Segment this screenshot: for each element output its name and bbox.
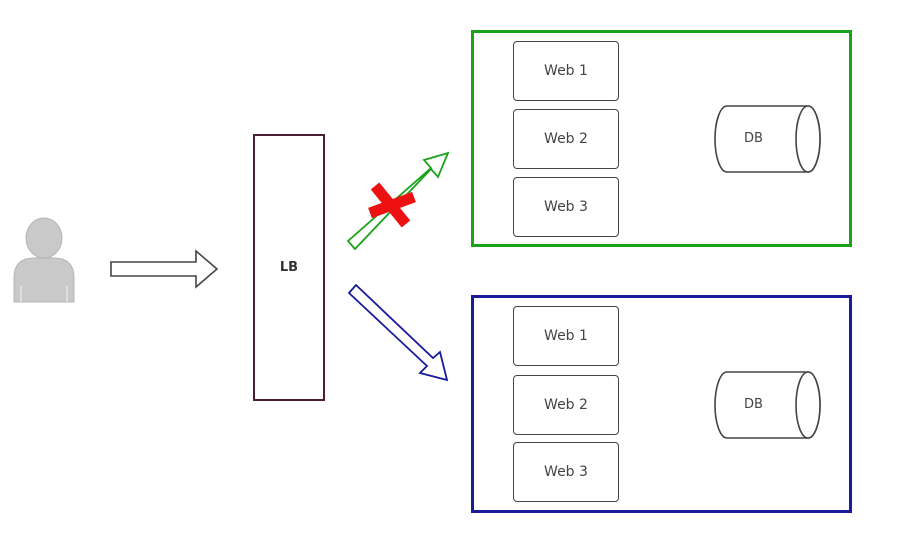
database-label: DB xyxy=(744,397,763,412)
web-server-3: Web 3 xyxy=(513,442,619,502)
database-cylinder-icon xyxy=(714,105,821,173)
user-icon xyxy=(13,217,75,303)
web-server-1: Web 1 xyxy=(513,306,619,366)
web-server-3: Web 3 xyxy=(513,177,619,237)
database-label: DB xyxy=(744,131,763,146)
web-server-2: Web 2 xyxy=(513,109,619,169)
load-balancer: LB xyxy=(253,134,325,401)
database-cylinder-icon xyxy=(714,371,821,439)
user-to-lb-arrow xyxy=(110,249,219,289)
web-server-2: Web 2 xyxy=(513,375,619,435)
blue-environment xyxy=(471,295,852,513)
blocked-x-icon xyxy=(368,182,416,228)
green-environment xyxy=(471,30,852,247)
lb-to-blue-arrow xyxy=(347,283,449,382)
web-server-1: Web 1 xyxy=(513,41,619,101)
load-balancer-label: LB xyxy=(279,260,299,275)
